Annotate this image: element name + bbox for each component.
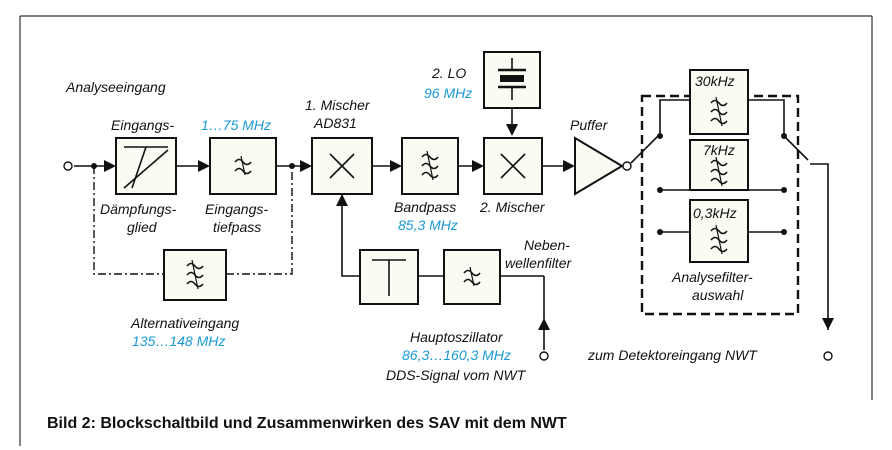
label-attenuator: Dämpfungs-	[100, 201, 177, 217]
label-bandpass-freq: 85,3 MHz	[398, 217, 458, 233]
mixer-1-block	[311, 137, 373, 195]
analysis-input-terminal[interactable]	[63, 161, 73, 171]
label-mixer-2: 2. Mischer	[479, 199, 546, 215]
spurious-filter-block	[443, 249, 501, 305]
label-lowpass: Eingangs-	[205, 201, 268, 217]
filter-03khz-block	[689, 199, 749, 263]
dds-block	[359, 249, 419, 305]
bandpass-block	[401, 137, 459, 195]
label-lowpass-range: 1…75 MHz	[201, 117, 271, 133]
detector-output-terminal[interactable]	[823, 351, 833, 361]
label-attenuator-top: Eingangs-	[111, 117, 174, 133]
frame-border	[19, 15, 873, 446]
alternative-input-filter-block	[163, 249, 227, 301]
label-spurious-filter: Neben-	[524, 237, 570, 253]
label-dds-signal: DDS-Signal vom NWT	[386, 367, 527, 383]
label-filter-select: Analysefilter-	[671, 269, 753, 285]
filter-30khz-block	[689, 69, 749, 135]
label-filter-03khz: 0,3kHz	[693, 205, 737, 221]
label-analysis-input: Analyseeingang	[65, 79, 166, 95]
label-lo2: 2. LO	[431, 65, 466, 81]
oscillator-path	[336, 194, 550, 350]
label-lowpass-2: tiefpass	[213, 219, 261, 235]
lo2-crystal-block	[483, 51, 541, 109]
figure-caption: Bild 2: Blockschaltbild und Zusammenwirk…	[47, 415, 567, 432]
mixer-2-block	[483, 137, 543, 195]
filter-7khz-block	[689, 139, 749, 191]
dds-signal-terminal[interactable]	[539, 351, 549, 361]
buffer-amplifier	[574, 136, 632, 196]
input-lowpass-block	[209, 137, 277, 195]
main-signal-path	[74, 108, 575, 172]
label-mixer-1-part: AD831	[313, 115, 357, 131]
label-alt-range: 135…148 MHz	[132, 333, 225, 349]
label-buffer: Puffer	[570, 117, 609, 133]
label-filter-7khz: 7kHz	[703, 142, 735, 158]
alternative-input-path	[91, 163, 295, 275]
label-detector-input: zum Detektoreingang NWT	[587, 347, 758, 363]
label-lo2-freq: 96 MHz	[424, 85, 472, 101]
label-mixer-1: 1. Mischer	[305, 97, 371, 113]
label-filter-30khz: 30kHz	[695, 73, 735, 89]
label-osc-range: 86,3…160,3 MHz	[402, 347, 511, 363]
label-spurious-filter-2: wellenfilter	[505, 255, 572, 271]
label-main-oscillator: Hauptoszillator	[410, 329, 504, 345]
label-attenuator-2: glied	[127, 219, 158, 235]
label-filter-select-2: auswahl	[692, 287, 744, 303]
label-bandpass: Bandpass	[394, 199, 456, 215]
label-alt-input: Alternativeingang	[130, 315, 239, 331]
attenuator-block	[115, 137, 177, 195]
